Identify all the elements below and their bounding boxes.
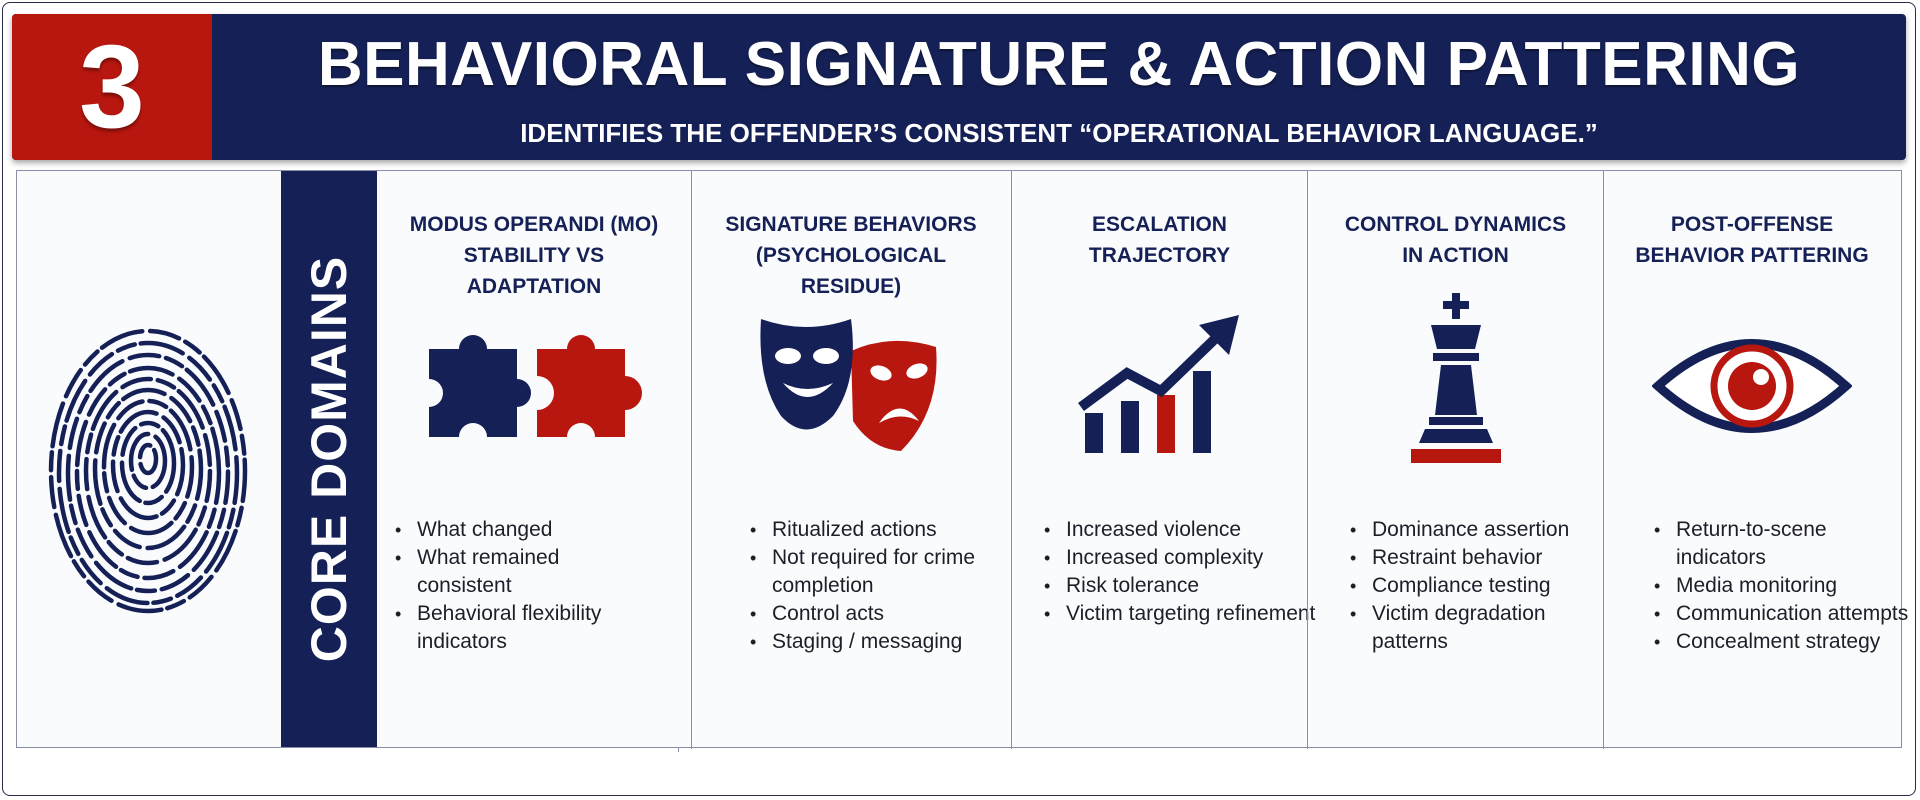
rising-chart-icon	[1077, 315, 1239, 453]
column-divider	[1603, 171, 1604, 749]
column-title-line: ESCALATION	[1092, 213, 1227, 236]
column-title-line: SIGNATURE BEHAVIORS	[725, 213, 977, 236]
section-number-box: 3	[12, 14, 212, 160]
column-title-line: MODUS OPERANDI (MO)	[409, 213, 659, 236]
fingerprint-area	[17, 171, 279, 747]
list-item: Increased complexity	[1044, 544, 1321, 572]
list-item: Dominance assertion	[1350, 516, 1622, 544]
core-domains-label: CORE DOMAINS	[301, 255, 357, 663]
list-item: Media monitoring	[1654, 572, 1916, 600]
puzzle-pieces-icon	[429, 335, 642, 437]
page-subtitle: IDENTIFIES THE OFFENDER’S CONSISTENT “OP…	[520, 118, 1598, 148]
page-title: BEHAVIORAL SIGNATURE & ACTION PATTERING	[317, 30, 1801, 99]
column-title: SIGNATURE BEHAVIORS (PSYCHOLOGICAL RESID…	[692, 209, 1010, 302]
domain-column-escalation: ESCALATION TRAJECTORY Increased violence…	[1012, 171, 1315, 747]
list-item: Not required for crime completion	[750, 544, 1022, 600]
list-item: Return-to-scene indicators	[1654, 516, 1916, 572]
column-title-line: CONTROL DYNAMICS	[1344, 213, 1567, 236]
column-title: POST-OFFENSE BEHAVIOR PATTERING	[1604, 209, 1900, 271]
column-divider	[1307, 171, 1308, 749]
list-item: Victim degradation patterns	[1350, 600, 1622, 656]
bullet-list: Dominance assertion Restraint behavior C…	[1350, 516, 1622, 656]
column-divider-tail	[678, 748, 679, 752]
column-title-line: ADAPTATION	[466, 275, 602, 298]
list-item: Victim targeting refinement	[1044, 600, 1321, 628]
eye-icon	[1652, 339, 1852, 433]
column-title: ESCALATION TRAJECTORY	[1012, 209, 1307, 271]
column-title-line: IN ACTION	[1402, 244, 1509, 267]
domain-column-control: CONTROL DYNAMICS IN ACTION Dominance ass…	[1308, 171, 1603, 747]
fingerprint-icon	[48, 328, 248, 614]
list-item: Communication attempts	[1654, 600, 1916, 628]
list-item: Ritualized actions	[750, 516, 1022, 544]
column-title-line: (PSYCHOLOGICAL	[755, 244, 947, 267]
theater-masks-icon	[760, 319, 937, 451]
list-item: Compliance testing	[1350, 572, 1622, 600]
bullet-list: What changed What remained consistent Be…	[395, 516, 657, 656]
domain-column-mo: MODUS OPERANDI (MO) STABILITY VS ADAPTAT…	[377, 171, 691, 747]
list-item: What remained consistent	[395, 544, 657, 600]
list-item: Staging / messaging	[750, 628, 1022, 656]
column-title-line: TRAJECTORY	[1088, 244, 1231, 267]
list-item: What changed	[395, 516, 657, 544]
bullet-list: Increased violence Increased complexity …	[1044, 516, 1321, 628]
column-title: MODUS OPERANDI (MO) STABILITY VS ADAPTAT…	[377, 209, 691, 302]
header-banner: 3 BEHAVIORAL SIGNATURE & ACTION PATTERIN…	[12, 14, 1906, 160]
list-item: Restraint behavior	[1350, 544, 1622, 572]
domain-column-signature: SIGNATURE BEHAVIORS (PSYCHOLOGICAL RESID…	[692, 171, 1010, 747]
column-title-line: RESIDUE)	[800, 275, 902, 298]
list-item: Concealment strategy	[1654, 628, 1916, 656]
column-title-line: POST-OFFENSE	[1670, 213, 1834, 236]
bullet-list: Ritualized actions Not required for crim…	[750, 516, 1022, 656]
domain-column-post-offense: POST-OFFENSE BEHAVIOR PATTERING Return-t…	[1604, 171, 1908, 747]
bullet-list: Return-to-scene indicators Media monitor…	[1654, 516, 1916, 656]
column-title: CONTROL DYNAMICS IN ACTION	[1308, 209, 1603, 271]
column-title-line: BEHAVIOR PATTERING	[1635, 244, 1869, 267]
column-title-line: STABILITY VS	[463, 244, 605, 267]
column-divider	[691, 171, 692, 749]
core-domains-panel: CORE DOMAINS MODUS OPERANDI (MO) STABILI…	[16, 170, 1908, 749]
core-domains-bar: CORE DOMAINS	[281, 171, 377, 747]
chess-king-icon	[1410, 293, 1501, 463]
list-item: Increased violence	[1044, 516, 1321, 544]
list-item: Risk tolerance	[1044, 572, 1321, 600]
section-number: 3	[79, 21, 145, 153]
list-item: Behavioral flexibility indicators	[395, 600, 657, 656]
column-divider	[1011, 171, 1012, 749]
list-item: Control acts	[750, 600, 1022, 628]
